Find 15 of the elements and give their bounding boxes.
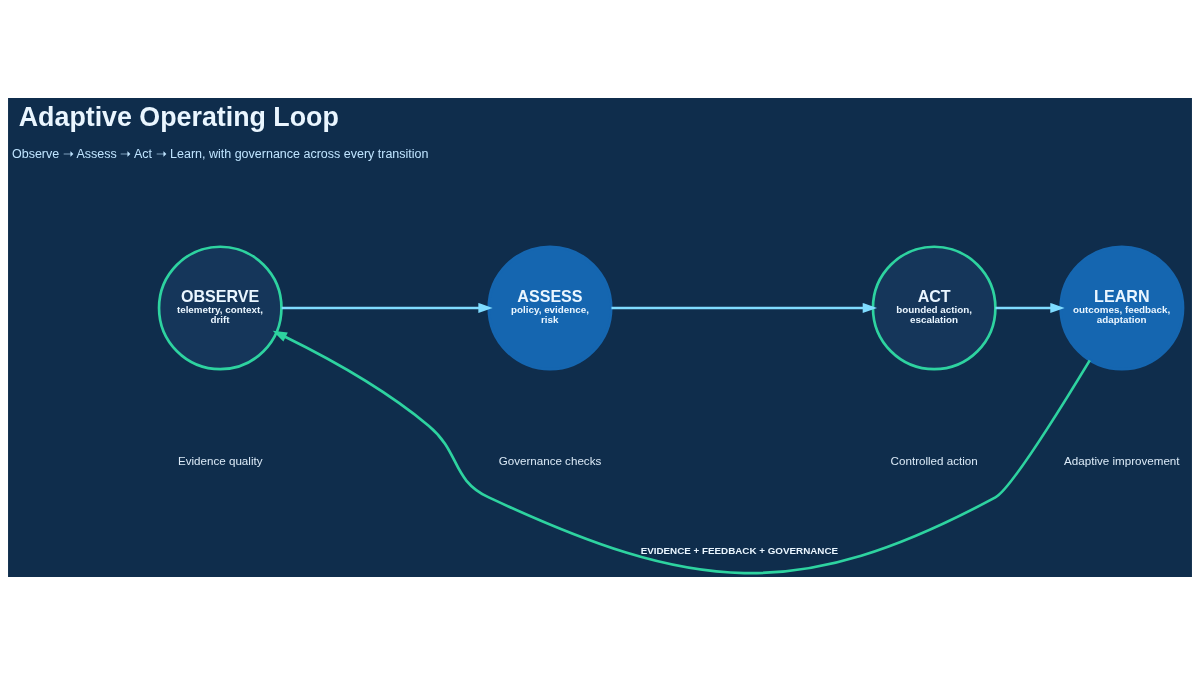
arrow	[272, 330, 1091, 575]
node-circle: OBSERVE telemetry, context, drift	[157, 245, 283, 371]
node-circle: ASSESS policy, evidence, risk	[487, 245, 613, 371]
arrow	[281, 302, 493, 313]
label: Governance checks	[498, 453, 602, 467]
arrow	[995, 302, 1065, 313]
label: Adaptive improvement	[1064, 453, 1180, 467]
label: Evidence quality	[177, 453, 263, 467]
node-circle: LEARN outcomes, feedback, adaptation	[1059, 245, 1185, 371]
node-circle: ACT bounded action, escalation	[871, 245, 997, 371]
label: Controlled action	[890, 453, 978, 467]
label: Observe ➝ Assess ➝ Act ➝ Learn, with governance across every transition	[11, 146, 429, 161]
diagram-title: Adaptive Operating Loop	[18, 101, 339, 132]
arrow	[611, 302, 878, 313]
edge-label: EVIDENCE + FEEDBACK + GOVERNANCE	[640, 544, 839, 556]
